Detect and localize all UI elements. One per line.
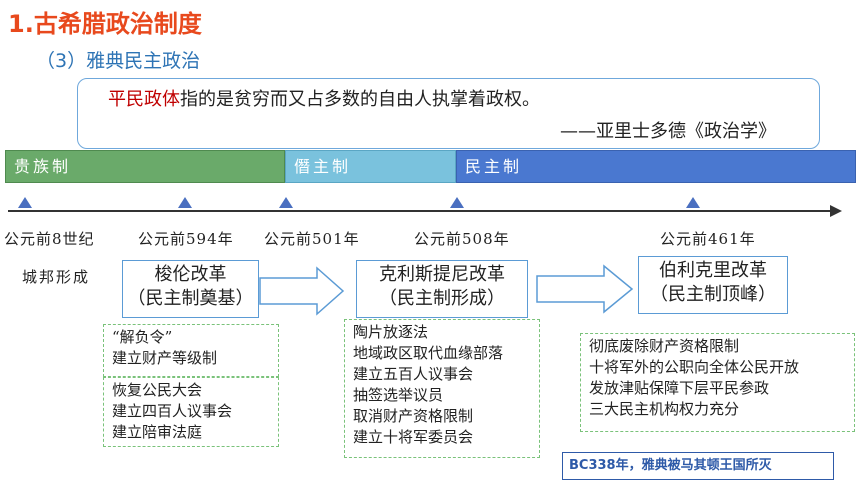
timeline-date: 公元前594年 bbox=[138, 230, 234, 248]
reform-solon: 梭伦改革 （民主制奠基） bbox=[122, 260, 259, 318]
reform-name: 伯利克里改革 bbox=[659, 260, 767, 281]
list-item: 陶片放逐法 bbox=[353, 323, 429, 341]
timeline-marker-icon bbox=[450, 197, 464, 208]
page-title: 1.古希腊政治制度 bbox=[8, 10, 202, 38]
quote-body: 指的是贫穷而又占多数的自由人执掌着政权。 bbox=[180, 89, 540, 110]
list-item: 建立财产等级制 bbox=[112, 349, 218, 367]
timeline-marker-icon bbox=[18, 197, 32, 208]
timeline-marker-icon bbox=[279, 197, 293, 208]
list-item: 建立五百人议事会 bbox=[353, 365, 474, 383]
timeline-date: 公元前8世纪 bbox=[4, 230, 95, 248]
list-item: 建立十将军委员会 bbox=[353, 428, 474, 446]
pericles-measures-list: 彻底废除财产资格限制 十将军外的公职向全体公民开放 发放津贴保障下层平民参政 三… bbox=[580, 333, 855, 432]
flow-arrow-icon bbox=[536, 264, 634, 314]
list-item: “解负令” bbox=[112, 328, 173, 346]
list-item: 十将军外的公职向全体公民开放 bbox=[589, 358, 800, 376]
flow-arrow-icon bbox=[259, 266, 345, 316]
reform-note: （民主制顶峰） bbox=[650, 284, 776, 305]
timeline-arrow-icon bbox=[830, 205, 842, 217]
list-item: 地域政区取代血缘部落 bbox=[353, 344, 504, 362]
timeline-date: 公元前461年 bbox=[660, 230, 756, 248]
solon-measures-list: “解负令” 建立财产等级制 bbox=[103, 324, 279, 377]
list-item: 发放津贴保障下层平民参政 bbox=[589, 379, 770, 397]
quote-box bbox=[77, 78, 820, 149]
quote-highlight: 平民政体 bbox=[108, 89, 180, 110]
list-item: 取消财产资格限制 bbox=[353, 407, 474, 425]
reform-name: 克利斯提尼改革 bbox=[379, 264, 505, 285]
quote-source: ——亚里士多德《政治学》 bbox=[560, 121, 776, 142]
list-item: 三大民主机构权力充分 bbox=[589, 400, 740, 418]
polis-formation-label: 城邦形成 bbox=[22, 268, 91, 286]
section-subtitle: （3）雅典民主政治 bbox=[36, 50, 201, 72]
period-aristocracy: 贵族制 bbox=[5, 150, 285, 183]
end-note: BC338年，雅典被马其顿王国所灭 bbox=[562, 452, 834, 480]
timeline-marker-icon bbox=[178, 197, 192, 208]
cleisthenes-measures-list: 陶片放逐法 地域政区取代血缘部落 建立五百人议事会 抽签选举议员 取消财产资格限… bbox=[344, 319, 540, 458]
reform-note: （民主制奠基） bbox=[127, 288, 254, 309]
reform-name: 梭伦改革 bbox=[154, 264, 227, 285]
period-democracy: 民主制 bbox=[456, 150, 856, 183]
list-item: 建立四百人议事会 bbox=[112, 402, 233, 420]
timeline-axis bbox=[8, 210, 834, 212]
reform-note: （民主制形成） bbox=[379, 288, 505, 309]
solon-measures-list: 恢复公民大会 建立四百人议事会 建立陪审法庭 bbox=[103, 377, 279, 447]
list-item: 建立陪审法庭 bbox=[112, 423, 203, 441]
period-tyranny: 僭主制 bbox=[285, 150, 456, 183]
timeline-date: 公元前508年 bbox=[414, 230, 510, 248]
timeline-marker-icon bbox=[686, 197, 700, 208]
list-item: 抽签选举议员 bbox=[353, 386, 444, 404]
reform-pericles: 伯利克里改革 （民主制顶峰） bbox=[638, 256, 788, 314]
timeline-date: 公元前501年 bbox=[264, 230, 360, 248]
list-item: 彻底废除财产资格限制 bbox=[589, 337, 740, 355]
list-item: 恢复公民大会 bbox=[112, 381, 203, 399]
reform-cleisthenes: 克利斯提尼改革 （民主制形成） bbox=[356, 260, 528, 318]
quote-text: 平民政体指的是贫穷而又占多数的自由人执掌着政权。 bbox=[108, 85, 540, 111]
